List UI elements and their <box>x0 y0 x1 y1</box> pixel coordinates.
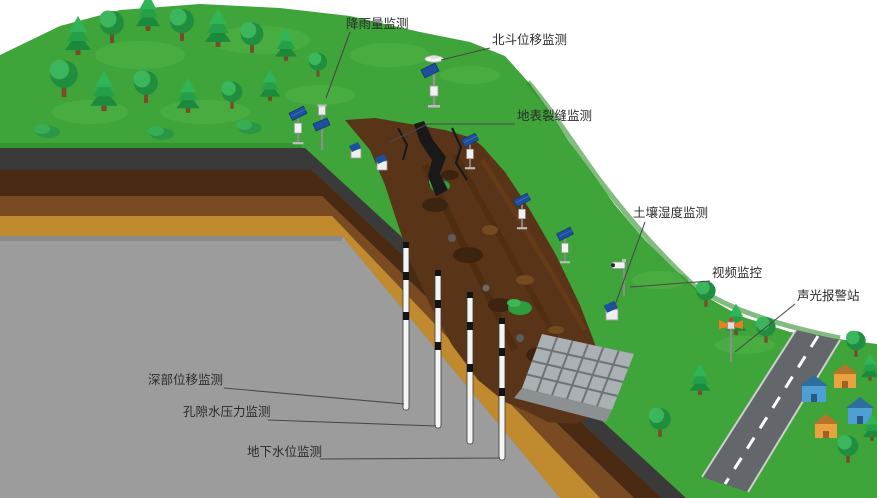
slope-edge-shading <box>526 80 841 341</box>
leader-alarm <box>734 303 796 353</box>
borehole-icon <box>434 269 442 429</box>
label-groundwater-level: 地下水位监测 <box>247 444 322 459</box>
leader-groundwater <box>319 457 501 460</box>
road-center-line <box>723 335 820 485</box>
label-soil-moisture-monitoring: 土壤湿度监测 <box>633 205 708 220</box>
leader-soil-moisture <box>613 221 646 309</box>
surface-crack-icon <box>397 121 468 196</box>
soil-layers <box>0 148 686 498</box>
leader-pore-pressure <box>267 419 437 427</box>
lattice-retaining-structure <box>514 334 634 422</box>
road <box>701 329 841 493</box>
boreholes <box>402 241 506 461</box>
borehole-icon <box>466 291 474 445</box>
plateau-rim-shading <box>0 143 302 149</box>
slide-streak <box>452 153 563 347</box>
label-rainfall-monitoring: 降雨量监测 <box>346 16 409 31</box>
bedrock-top-edge <box>0 236 342 241</box>
label-deep-displacement: 深部位移监测 <box>148 372 223 387</box>
label-alarm-station: 声光报警站 <box>797 288 860 303</box>
leader-deep-displacement <box>223 387 405 405</box>
borehole-icon <box>498 317 506 461</box>
label-video-surveillance: 视频监控 <box>712 265 763 280</box>
label-surface-crack-monitoring: 地表裂缝监测 <box>517 108 592 123</box>
leader-lines <box>223 31 796 460</box>
leader-beidou <box>440 47 491 61</box>
slide-streak <box>479 158 588 332</box>
label-beidou-displacement: 北斗位移监测 <box>492 32 567 47</box>
layer-bedrock-gray <box>0 236 560 498</box>
leader-surface-crack <box>389 123 515 143</box>
borehole-icon <box>402 241 410 411</box>
layer-golden <box>0 216 600 498</box>
labels: 降雨量监测 北斗位移监测 地表裂缝监测 土壤湿度监测 视频监控 声光报警站 深部… <box>148 16 860 459</box>
leader-rainfall <box>325 31 351 99</box>
leader-video <box>629 280 711 288</box>
label-pore-water-pressure: 孔隙水压力监测 <box>183 404 271 419</box>
